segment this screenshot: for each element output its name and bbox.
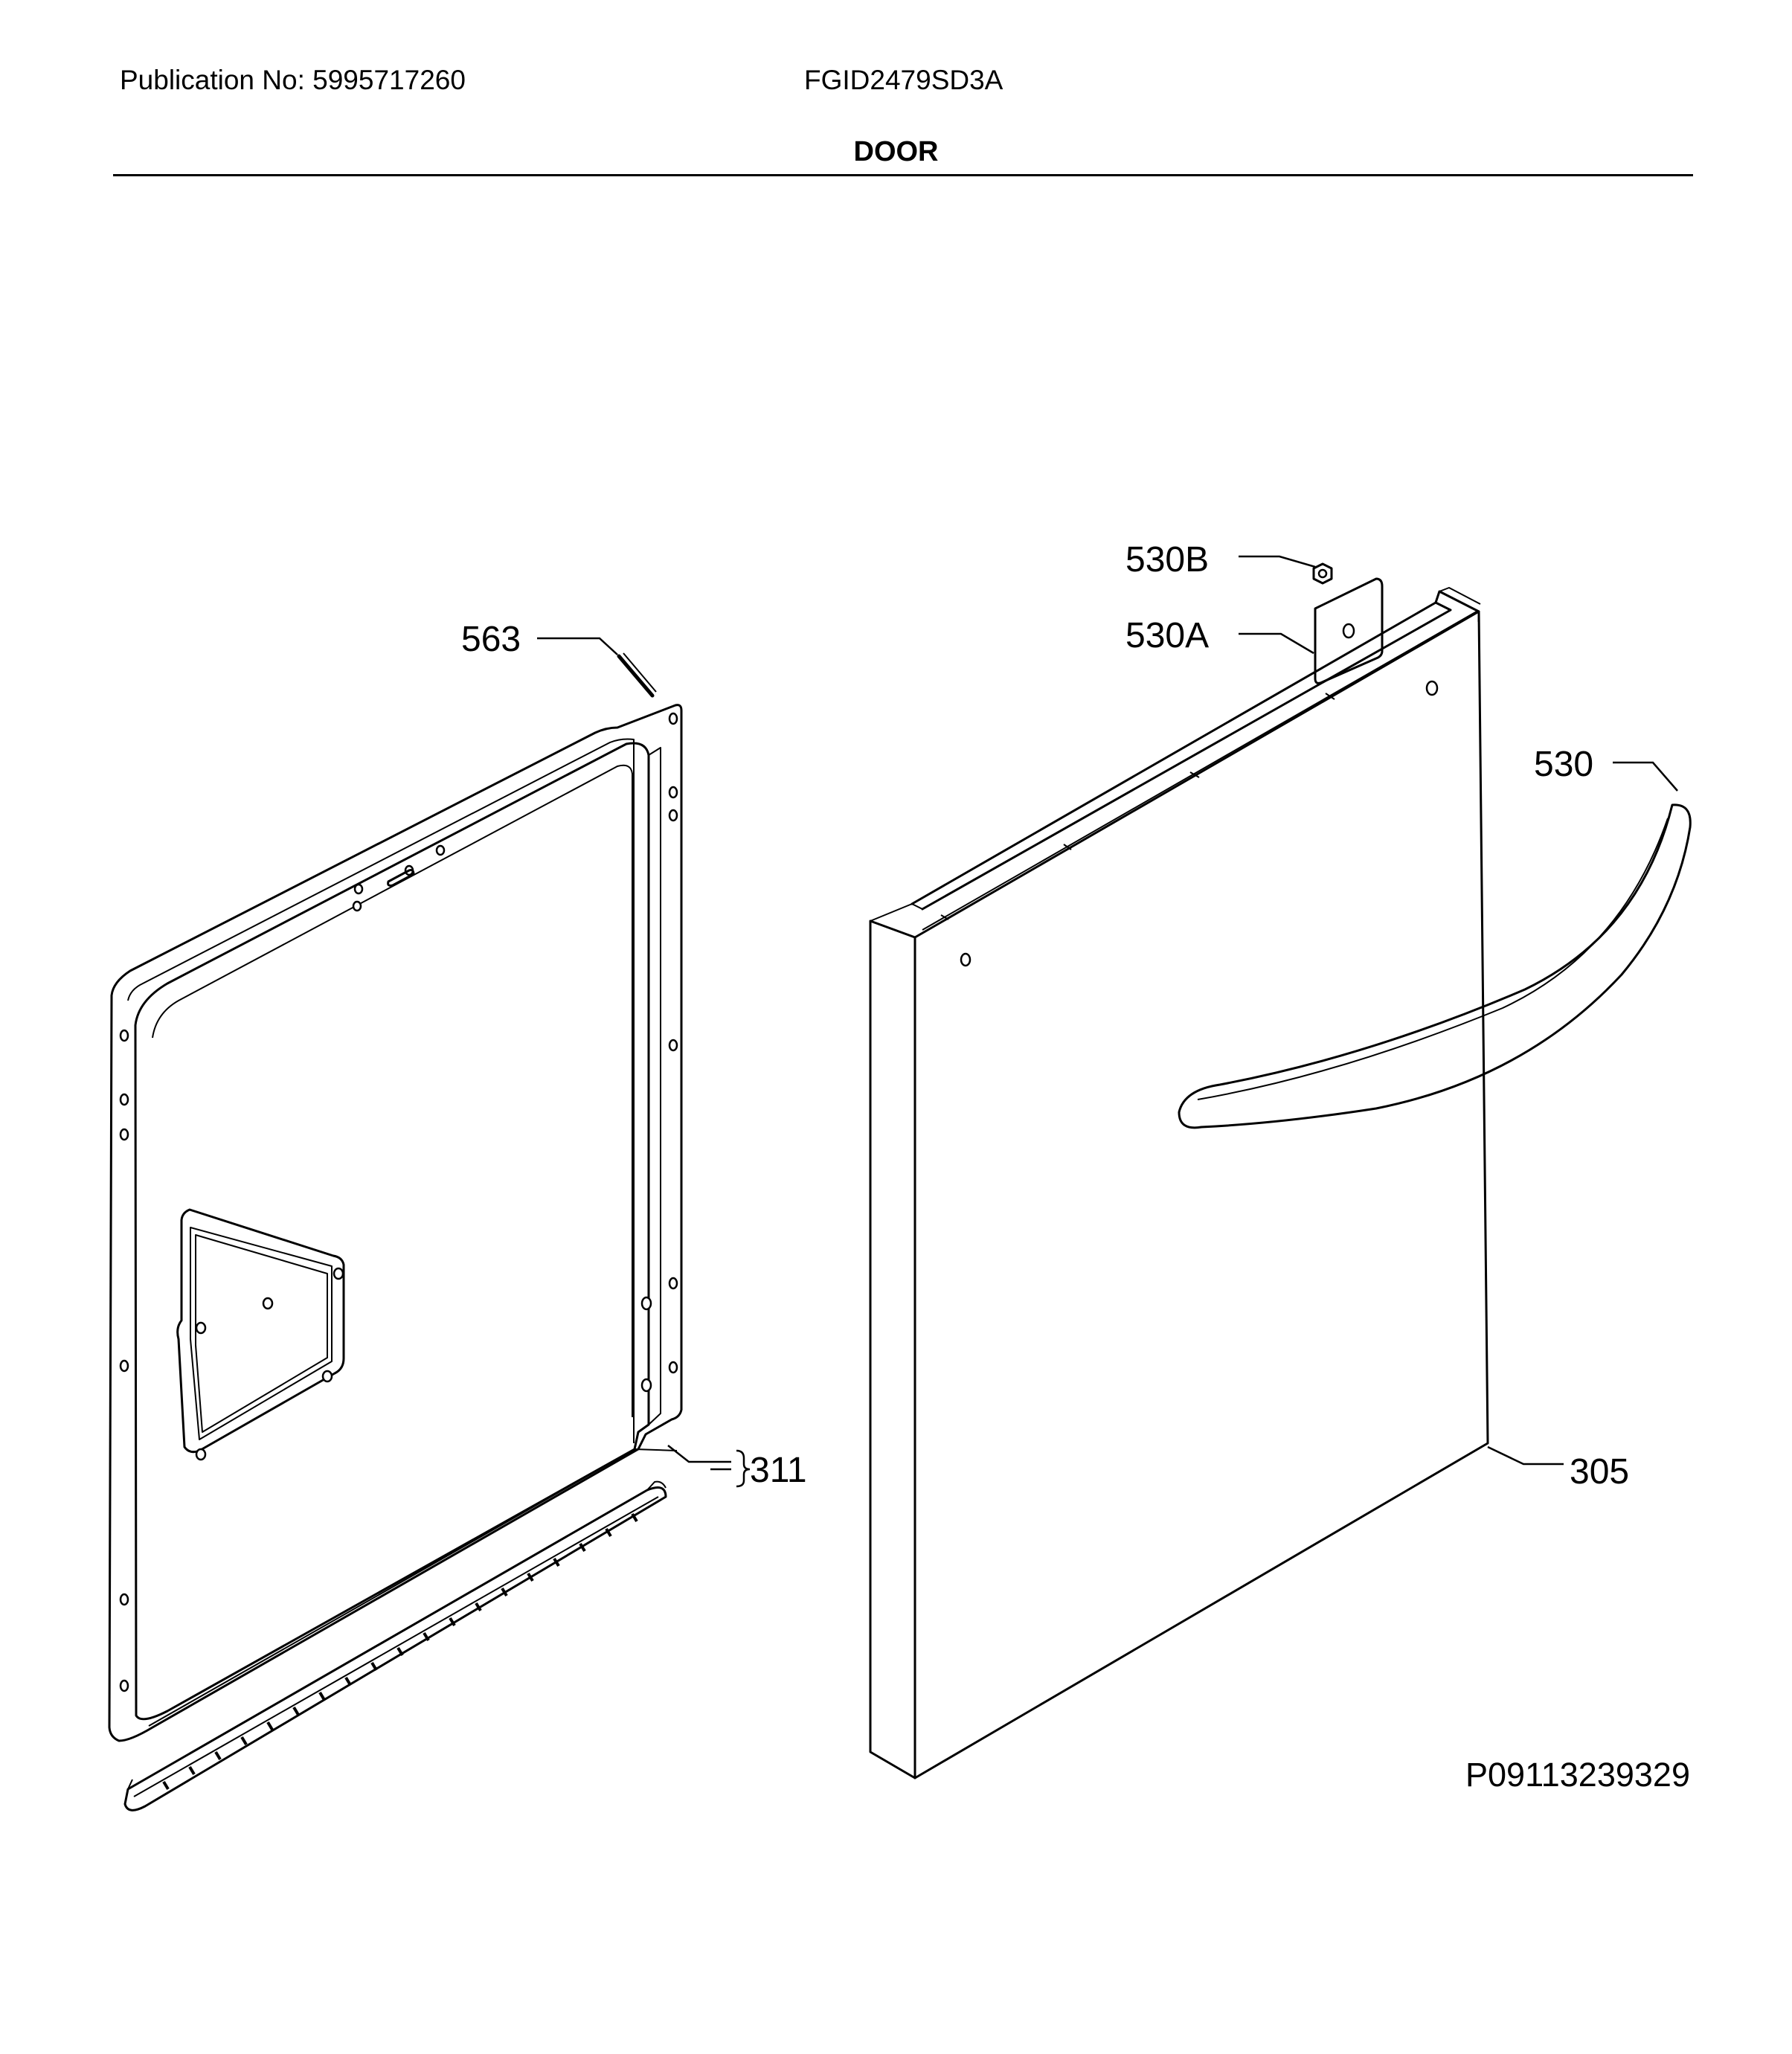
callout-530: 530: [1534, 745, 1593, 784]
leader-lines: [537, 555, 1678, 1471]
handle-bracket-plate: [1314, 577, 1384, 684]
callout-530A: 530A: [1125, 616, 1209, 655]
model-number: FGID2479SD3A: [804, 65, 1003, 95]
door-handle: [1178, 803, 1692, 1129]
publication-number: Publication No: 5995717260: [120, 65, 466, 95]
page-title: DOOR: [853, 136, 939, 167]
outer-door-panel: [869, 587, 1489, 1779]
callout-530B: 530B: [1125, 540, 1209, 580]
callout-563: 563: [461, 620, 521, 659]
callout-311: 311: [750, 1451, 807, 1490]
handle-nut: [1312, 562, 1333, 585]
header-rule: [113, 174, 1693, 176]
door-bottom-seal: [123, 1480, 667, 1811]
inner-door-panel: [108, 704, 683, 1742]
screw-563: [617, 652, 657, 698]
illustration-reference-code: P09113239329: [1465, 1756, 1690, 1794]
panel-holes: [119, 712, 678, 1692]
callout-305: 305: [1570, 1452, 1629, 1492]
dispenser-cutout: [176, 1208, 345, 1461]
callout-311-brace: [736, 1449, 751, 1488]
